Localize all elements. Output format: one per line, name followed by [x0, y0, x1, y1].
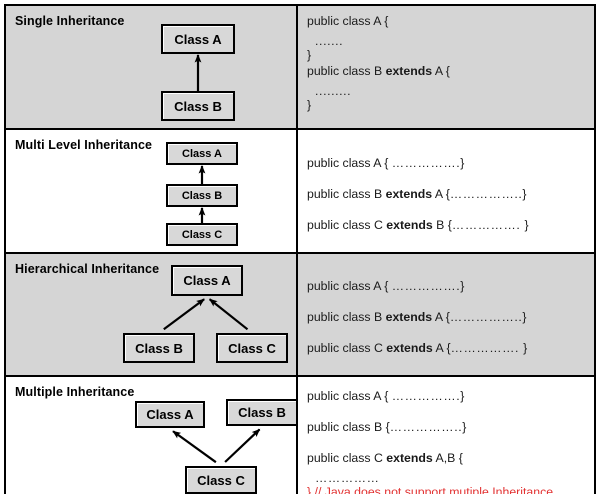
code-segment-multiple-0-1: …………….}: [391, 389, 465, 403]
code-line-single-5: }: [307, 98, 311, 113]
class-diagram-multilevel: Class A Class B Class C: [6, 130, 296, 252]
code-line-multiple-3: ……………: [307, 471, 380, 486]
code-segment-multilevel-2-0: public class C: [307, 218, 387, 232]
code-segment-hierarchical-0-1: …………….}: [391, 279, 465, 293]
code-segment-single-3-0: public class B: [307, 64, 386, 78]
code-segment-multilevel-1-1: extends: [385, 187, 433, 201]
code-line-multiple-4: } // Java does not support mutiple Inher…: [307, 485, 553, 494]
code-line-multilevel-0: public class A { …………….}: [307, 156, 465, 171]
class-box-hierarchical-2: Class C: [216, 333, 288, 363]
code-segment-multilevel-1-2: A {: [432, 187, 450, 201]
code-cell-single: public class A { .......}public class B …: [298, 6, 594, 128]
code-line-multiple-0: public class A { …………….}: [307, 389, 465, 404]
code-segment-single-3-1: extends: [385, 64, 433, 78]
code-cell-hierarchical: public class A { …………….} public class B e…: [298, 254, 594, 375]
inheritance-arrows-single: [194, 54, 202, 91]
code-line-single-3: public class B extends A {: [307, 64, 450, 79]
class-box-multilevel-1: Class B: [166, 184, 238, 207]
code-segment-hierarchical-1-1: extends: [385, 310, 433, 324]
code-segment-hierarchical-1-0: public class B: [307, 310, 386, 324]
class-diagram-hierarchical: Class A Class B Class C: [6, 254, 296, 375]
row-title-single: Single Inheritance: [15, 14, 125, 28]
inheritance-arrows-hierarchical: [163, 298, 249, 331]
code-segment-single-2-0: }: [307, 48, 312, 62]
class-box-hierarchical-0: Class A: [171, 265, 243, 296]
code-segment-single-5-0: }: [307, 98, 312, 112]
code-line-hierarchical-1: public class B extends A {……………..}: [307, 310, 527, 325]
code-segment-hierarchical-2-1: extends: [386, 341, 433, 355]
class-box-multilevel-2: Class C: [166, 223, 238, 246]
code-line-single-4: .........: [307, 84, 351, 99]
code-segment-hierarchical-2-3: ……………. }: [450, 341, 528, 355]
code-segment-hierarchical-2-0: public class C: [307, 341, 387, 355]
code-segment-multiple-2-0: public class C: [307, 451, 387, 465]
class-box-single-0: Class A: [161, 24, 235, 54]
code-line-single-1: .......: [307, 34, 343, 49]
code-segment-multilevel-0-1: …………….}: [391, 156, 465, 170]
code-line-multilevel-2: public class C extends B {……………. }: [307, 218, 529, 233]
arrow-multiple-0: [172, 430, 217, 464]
code-line-multiple-2: public class C extends A,B {: [307, 451, 463, 466]
code-line-hierarchical-0: public class A { …………….}: [307, 279, 465, 294]
class-box-multiple-0: Class A: [135, 401, 205, 428]
code-segment-single-3-2: A {: [432, 64, 450, 78]
class-diagram-single: Class A Class B: [6, 6, 296, 128]
code-segment-multiple-2-2: A,B {: [432, 451, 463, 465]
code-segment-multilevel-2-2: B {: [432, 218, 452, 232]
code-segment-multilevel-2-1: extends: [386, 218, 433, 232]
row-title-hierarchical: Hierarchical Inheritance: [15, 262, 160, 276]
code-line-hierarchical-2: public class C extends A {……………. }: [307, 341, 528, 356]
arrow-multiple-1: [224, 428, 261, 463]
row-title-multiple: Multiple Inheritance: [15, 385, 135, 399]
code-cell-multiple: public class A { …………….} public class B {…: [298, 377, 594, 494]
code-segment-multilevel-0-0: public class A {: [307, 156, 392, 170]
code-segment-multilevel-1-0: public class B: [307, 187, 386, 201]
code-segment-multiple-4-0: } // Java does not support mutiple Inher…: [307, 485, 554, 494]
code-line-multiple-1: public class B {……………..}: [307, 420, 467, 435]
code-segment-multiple-3-0: ……………: [307, 471, 380, 485]
code-segment-multilevel-1-3: ……………..}: [449, 187, 528, 201]
class-diagram-multiple: Class A Class B Class C: [6, 377, 296, 494]
code-segment-multiple-1-1: ……………..}: [389, 420, 467, 434]
class-box-multilevel-0: Class A: [166, 142, 238, 165]
code-segment-single-0-0: public class A {: [307, 14, 389, 28]
inheritance-arrows-multiple: [172, 428, 261, 464]
code-segment-multiple-1-0: public class B {: [307, 420, 390, 434]
class-box-multiple-1: Class B: [226, 399, 296, 426]
arrow-hierarchical-1: [208, 298, 249, 331]
code-line-single-0: public class A {: [307, 14, 388, 29]
class-box-hierarchical-1: Class B: [123, 333, 195, 363]
code-segment-single-4-0: .........: [307, 84, 352, 98]
code-segment-multiple-2-1: extends: [386, 451, 433, 465]
code-segment-hierarchical-0-0: public class A {: [307, 279, 392, 293]
code-segment-multilevel-2-3: ……………. }: [451, 218, 530, 232]
inheritance-arrows-multilevel: [198, 165, 206, 223]
code-segment-multiple-0-0: public class A {: [307, 389, 392, 403]
code-cell-multilevel: public class A { …………….} public class B e…: [298, 130, 594, 252]
code-segment-hierarchical-1-2: A {: [432, 310, 450, 324]
code-segment-single-1-0: .......: [307, 34, 344, 48]
code-line-multilevel-1: public class B extends A {……………..}: [307, 187, 527, 202]
row-title-multilevel: Multi Level Inheritance: [15, 138, 153, 152]
code-segment-hierarchical-1-3: ……………..}: [449, 310, 528, 324]
class-box-single-1: Class B: [161, 91, 235, 121]
arrow-hierarchical-0: [163, 298, 205, 331]
class-box-multiple-2: Class C: [185, 466, 257, 494]
code-segment-hierarchical-2-2: A {: [432, 341, 451, 355]
code-line-single-2: }: [307, 48, 311, 63]
